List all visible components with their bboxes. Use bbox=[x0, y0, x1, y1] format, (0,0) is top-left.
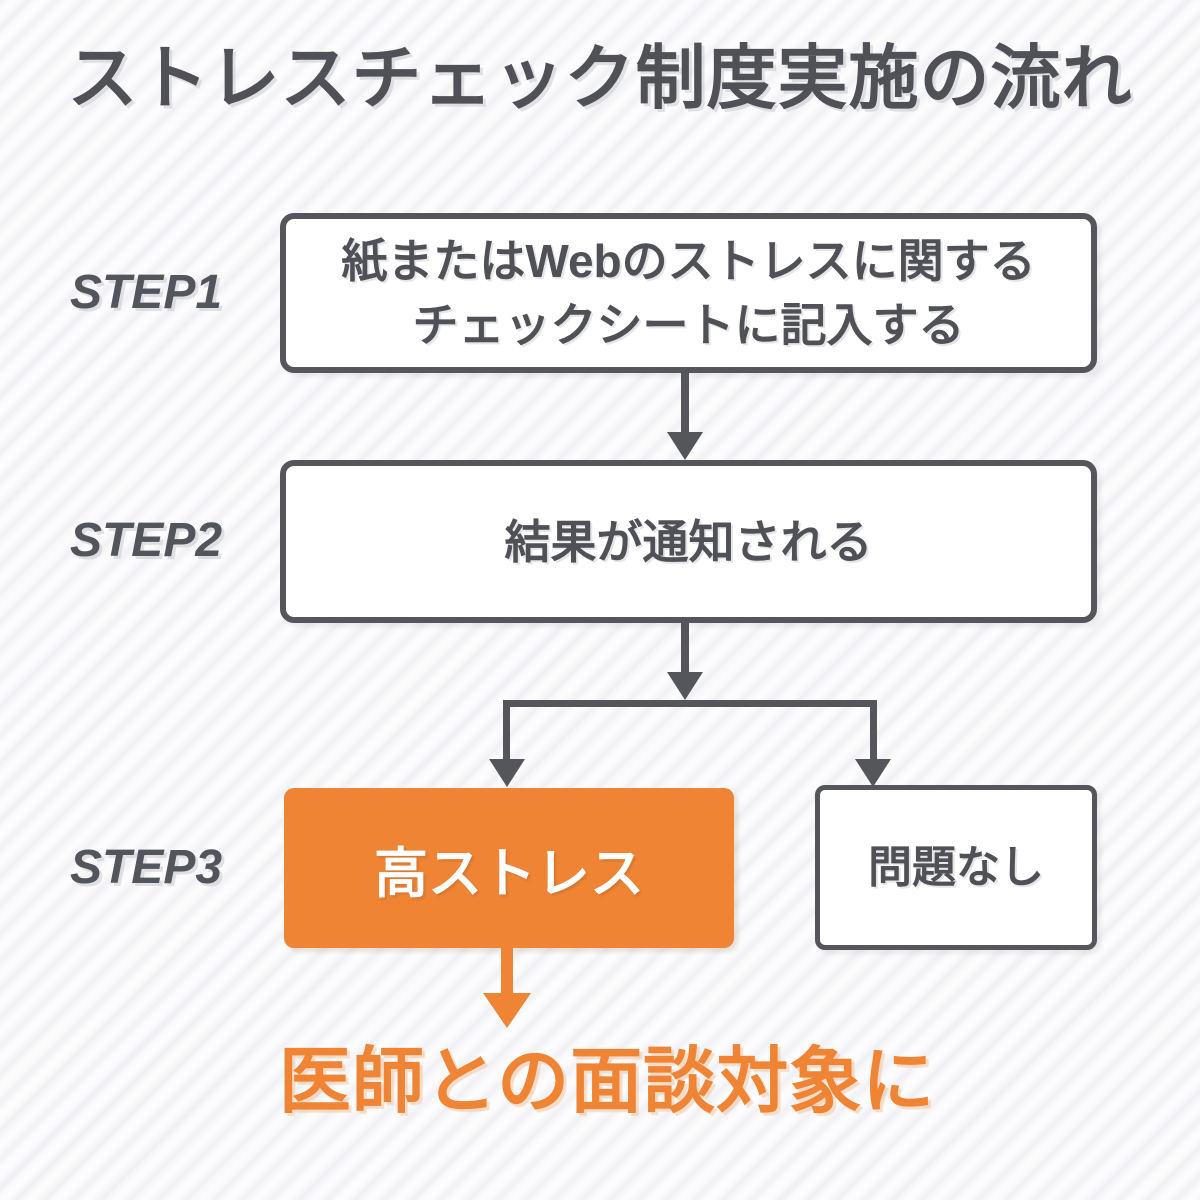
step3-label: STEP3 bbox=[69, 841, 223, 894]
arrow2-down-arrow-icon bbox=[667, 672, 703, 700]
no-problem-box-text: 問題なし bbox=[868, 842, 1044, 892]
step2-box-text: 結果が通知される bbox=[504, 515, 873, 568]
outcome-down-arrow-icon bbox=[483, 993, 531, 1028]
step2-label: STEP2 bbox=[69, 514, 223, 567]
high-stress-box-text: 高ストレス bbox=[374, 843, 644, 904]
no-problem-box: 問題なし bbox=[815, 785, 1097, 950]
step1-label: STEP1 bbox=[69, 266, 223, 319]
step1-box-text-line2: チェックシートに記入する bbox=[412, 299, 965, 351]
branch-right-stem bbox=[870, 700, 877, 760]
outcome-arrow-stem bbox=[501, 946, 513, 994]
arrow1-stem bbox=[681, 371, 689, 433]
high-stress-box: 高ストレス bbox=[284, 788, 734, 948]
step1-box: 紙またはWebのストレスに関する チェックシートに記入する bbox=[280, 213, 1097, 373]
branch-left-down-arrow-icon bbox=[489, 759, 525, 787]
arrow2-stem bbox=[681, 621, 689, 674]
step2-box: 結果が通知される bbox=[280, 460, 1097, 623]
diagram-title: ストレスチェック制度実施の流れ bbox=[67, 39, 1133, 117]
branch-left-stem bbox=[503, 700, 510, 760]
arrow1-down-arrow-icon bbox=[667, 432, 703, 460]
outcome-text: 医師との面談対象に bbox=[278, 1042, 936, 1122]
step1-box-text-line1: 紙またはWebのストレスに関する bbox=[341, 235, 1036, 287]
branch-connector-line bbox=[503, 700, 877, 707]
branch-right-down-arrow-icon bbox=[855, 759, 891, 787]
